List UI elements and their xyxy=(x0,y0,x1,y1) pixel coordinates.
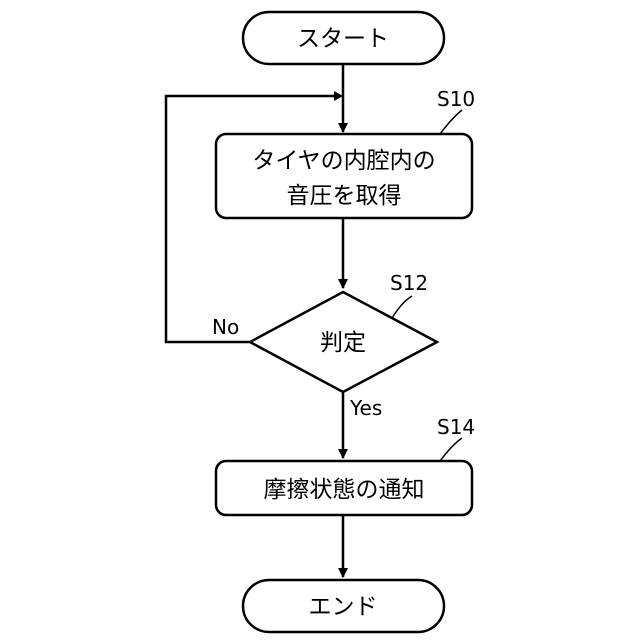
step-s12-label: S12 xyxy=(390,271,428,295)
s12-leader-line xyxy=(392,296,412,318)
end-label: エンド xyxy=(309,594,378,620)
step-s14-label: S14 xyxy=(437,415,475,439)
no-branch-label: No xyxy=(212,315,239,339)
step-s10-label: S10 xyxy=(437,87,475,111)
start-label: スタート xyxy=(297,26,389,52)
judge-decision: 判定 xyxy=(250,292,437,392)
start-terminal: スタート xyxy=(243,12,444,64)
notify-label: 摩擦状態の通知 xyxy=(264,477,425,503)
notify-process: 摩擦状態の通知 xyxy=(216,461,472,515)
yes-branch-label: Yes xyxy=(349,396,382,420)
acquire-label-line2: 音圧を取得 xyxy=(287,183,402,209)
acquire-label-line1: タイヤの内腔内の xyxy=(252,148,435,174)
end-terminal: エンド xyxy=(243,580,444,632)
s10-leader-line xyxy=(440,110,462,134)
judge-label: 判定 xyxy=(320,330,366,356)
acquire-process: タイヤの内腔内の 音圧を取得 xyxy=(216,134,472,218)
loop-back-arrowhead xyxy=(334,91,343,101)
s14-leader-line xyxy=(440,438,462,461)
